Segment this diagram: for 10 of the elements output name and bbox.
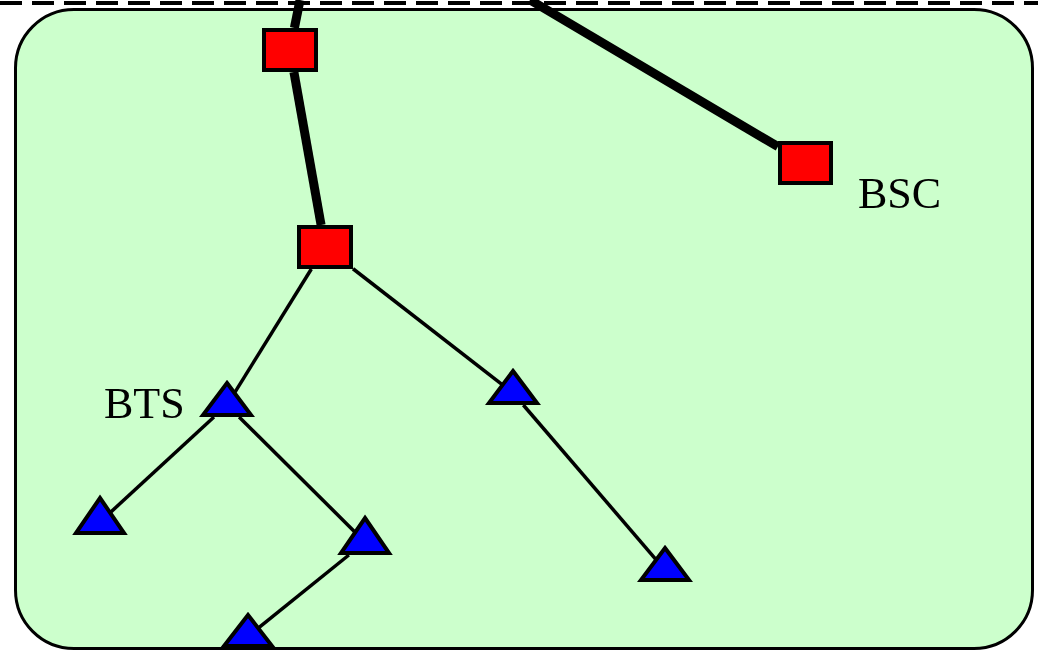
connector-line bbox=[521, 403, 657, 561]
node-label: BTS bbox=[104, 382, 185, 426]
connector-line bbox=[351, 267, 503, 386]
connector-line bbox=[527, 0, 781, 151]
node-label: BSC bbox=[858, 172, 942, 216]
connector-line bbox=[237, 415, 356, 533]
connector-line bbox=[257, 553, 350, 629]
connector-line bbox=[109, 415, 216, 514]
connector-line bbox=[289, 71, 326, 226]
connector-line bbox=[233, 268, 313, 393]
